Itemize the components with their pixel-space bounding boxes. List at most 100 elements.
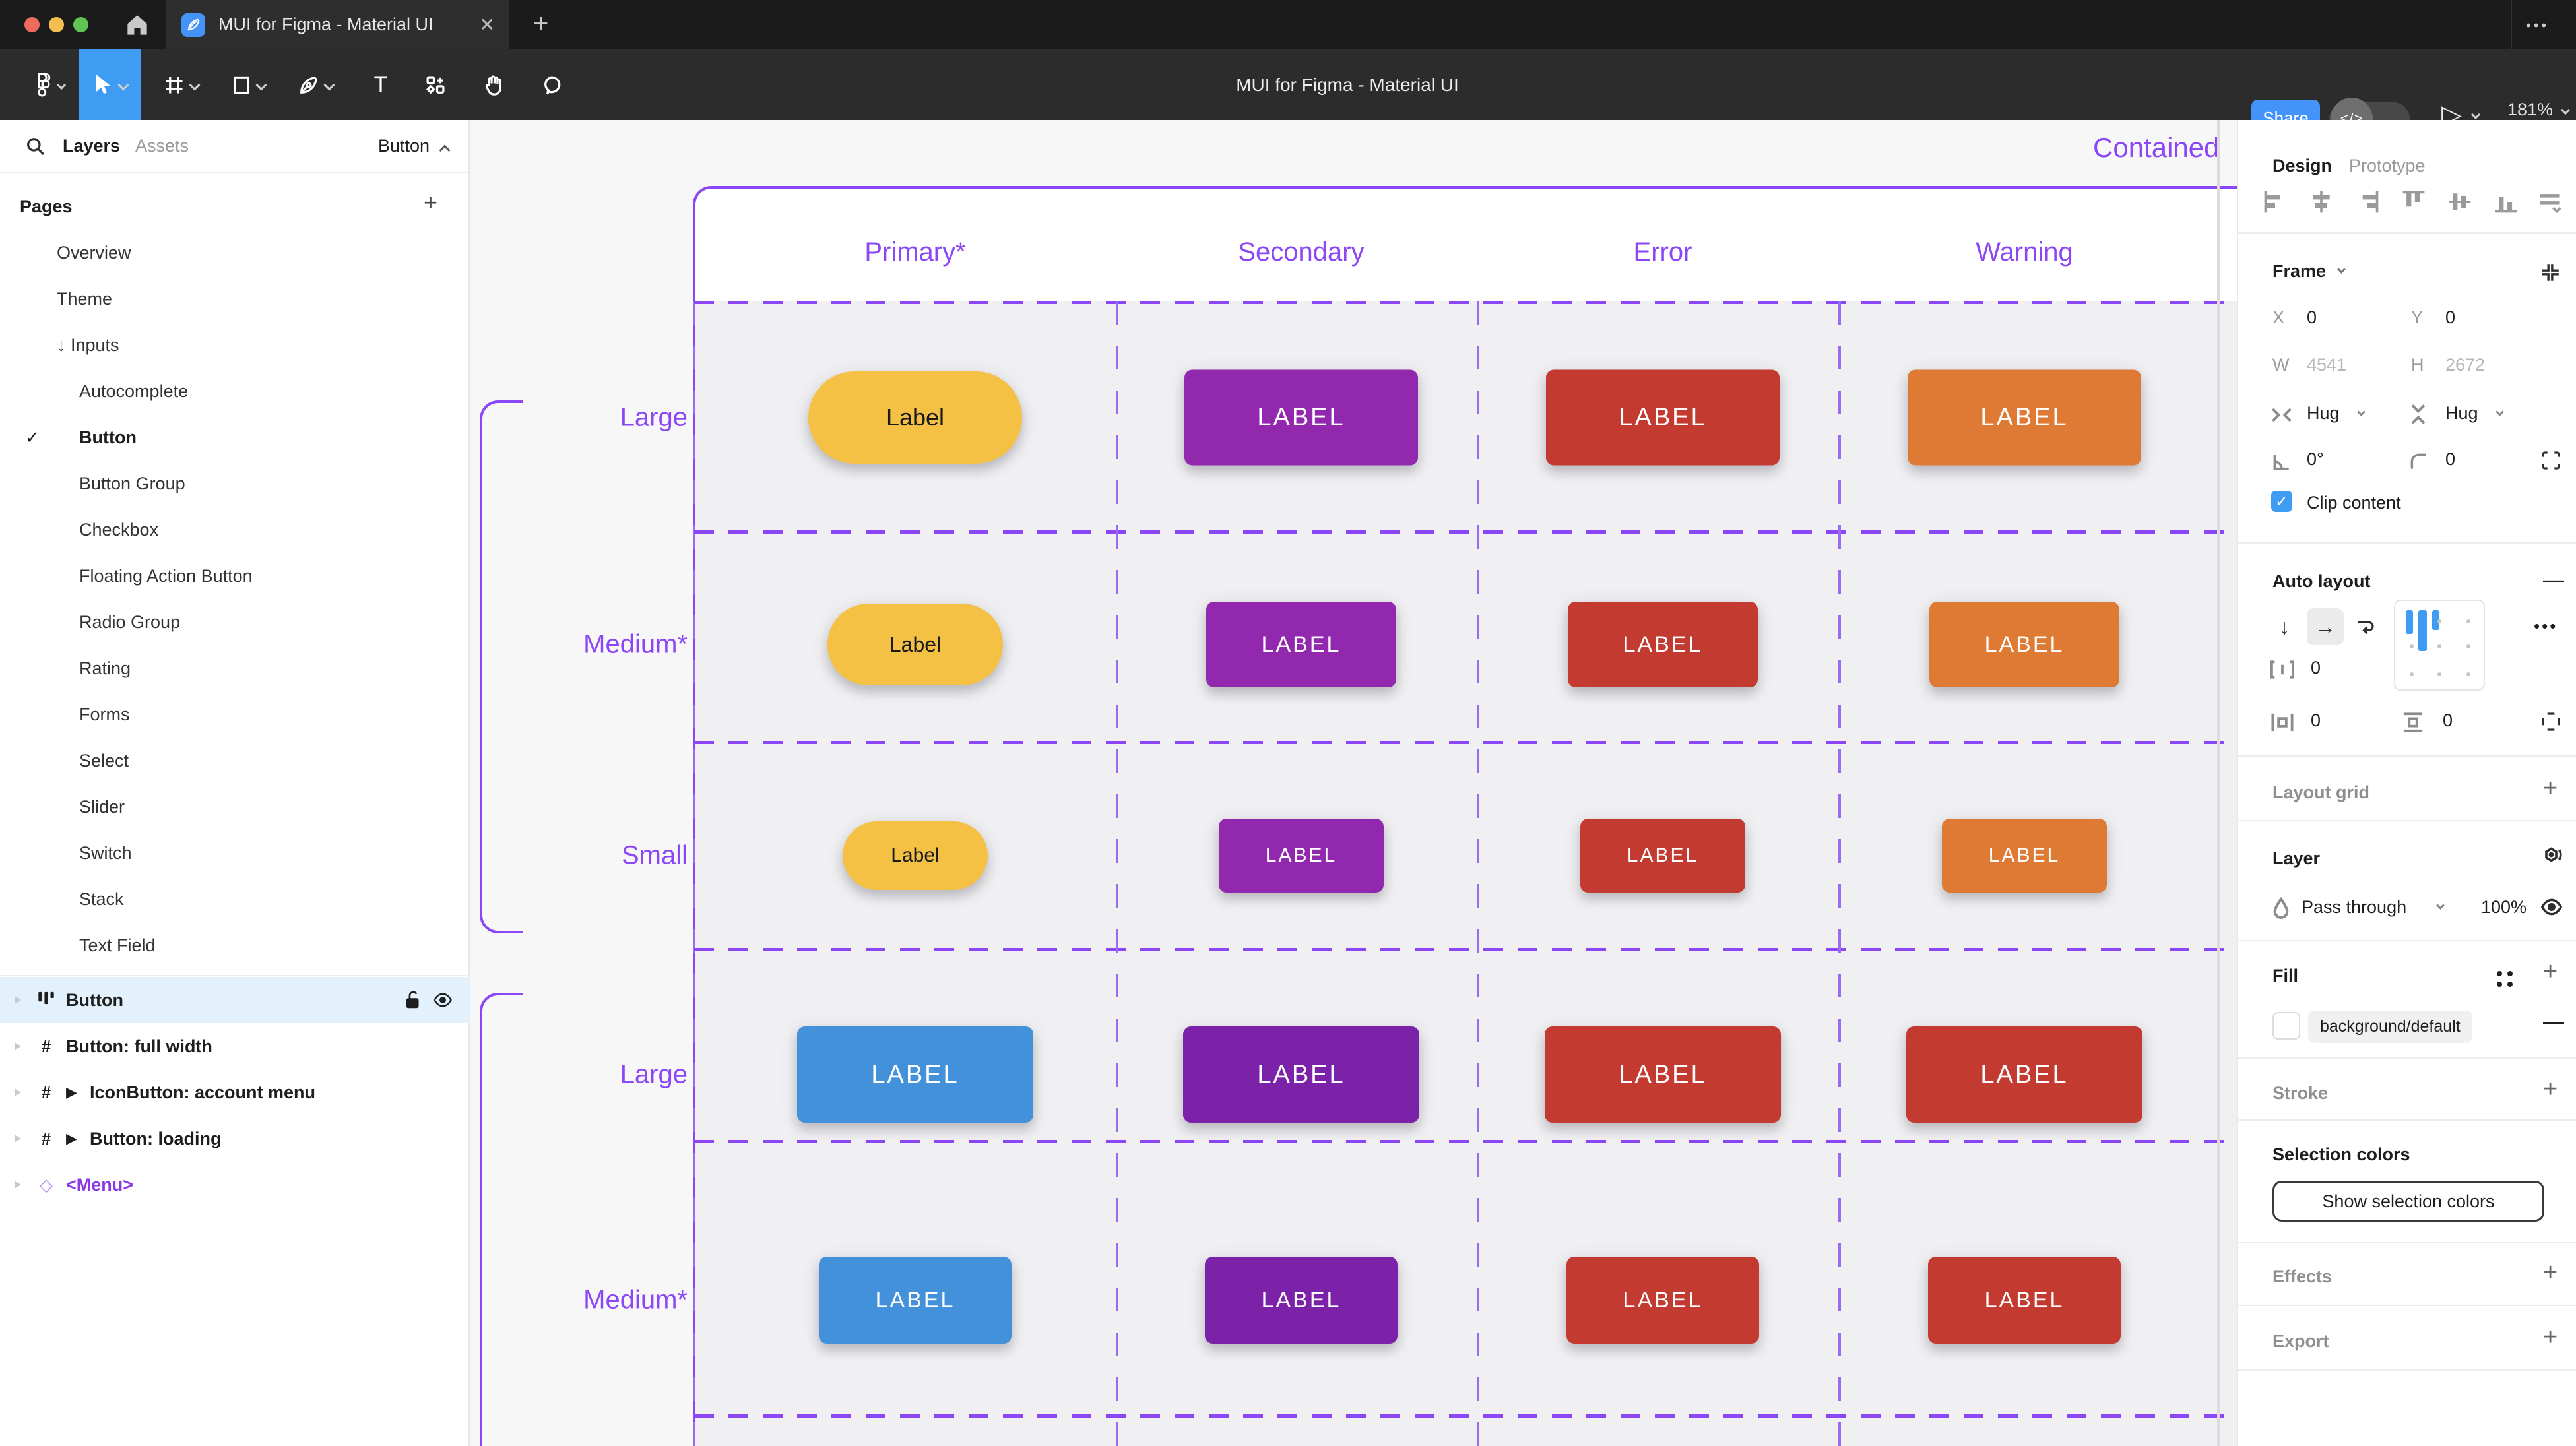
fill-color-swatch[interactable] — [2272, 1012, 2300, 1040]
padding-h-value[interactable]: 0 — [2311, 710, 2321, 730]
page-item-button[interactable]: ✓Button — [0, 414, 470, 460]
page-item-button-group[interactable]: Button Group — [0, 460, 470, 507]
tab-assets[interactable]: Assets — [135, 136, 189, 156]
close-window-button[interactable] — [24, 17, 40, 32]
search-icon[interactable] — [25, 136, 46, 157]
minimize-window-button[interactable] — [49, 17, 64, 32]
zoom-window-button[interactable] — [73, 17, 88, 32]
pen-tool[interactable] — [285, 49, 347, 120]
hand-tool[interactable] — [466, 49, 521, 120]
mui-button-error-small[interactable]: LABEL — [1580, 819, 1745, 893]
add-layout-grid-button[interactable]: + — [2543, 774, 2558, 802]
w-value[interactable]: 4541 — [2307, 355, 2347, 375]
align-bottom-icon[interactable] — [2493, 189, 2519, 215]
mui-button-primary-medium[interactable]: Label — [827, 604, 1003, 685]
page-item-switch[interactable]: Switch — [0, 830, 470, 876]
radius-value[interactable]: 0 — [2445, 449, 2456, 469]
blend-mode-icon[interactable] — [2540, 846, 2564, 869]
home-icon[interactable] — [123, 11, 152, 40]
frame-title-label[interactable]: Contained — [2093, 132, 2220, 163]
page-item-checkbox[interactable]: Checkbox — [0, 507, 470, 553]
mui-button-primary-large[interactable]: LABEL — [797, 1026, 1033, 1123]
h-value[interactable]: 2672 — [2445, 355, 2486, 375]
mui-button-error-large[interactable]: LABEL — [1546, 369, 1780, 466]
remove-fill-button[interactable]: — — [2543, 1009, 2564, 1033]
gap-value[interactable]: 0 — [2311, 658, 2321, 677]
tab-prototype[interactable]: Prototype — [2349, 156, 2426, 175]
chevron-down-icon[interactable] — [2496, 408, 2504, 416]
move-tool[interactable] — [79, 49, 141, 120]
mui-button-warning-large[interactable]: LABEL — [1906, 1026, 2142, 1123]
page-item-stack[interactable]: Stack — [0, 876, 470, 922]
layer-item--menu-[interactable]: ◇<Menu> — [0, 1162, 470, 1208]
align-v-center-icon[interactable] — [2447, 189, 2473, 215]
mui-button-secondary-medium[interactable]: LABEL — [1206, 602, 1396, 687]
zoom-menu[interactable]: 181% — [2507, 100, 2571, 120]
close-tab-icon[interactable]: ✕ — [479, 15, 495, 35]
mui-button-error-medium[interactable]: LABEL — [1566, 1257, 1759, 1344]
page-item-theme[interactable]: Theme — [0, 276, 470, 322]
mui-button-warning-large[interactable]: LABEL — [1908, 369, 2141, 466]
add-export-button[interactable]: + — [2543, 1323, 2558, 1351]
add-effect-button[interactable]: + — [2543, 1259, 2558, 1286]
styles-icon[interactable] — [2497, 971, 2514, 988]
page-item-slider[interactable]: Slider — [0, 784, 470, 830]
page-item-forms[interactable]: Forms — [0, 691, 470, 738]
unlock-icon[interactable] — [404, 990, 421, 1015]
align-left-icon[interactable] — [2262, 189, 2288, 215]
layout-vertical-button[interactable]: ↓ — [2279, 614, 2290, 639]
hug-v-value[interactable]: Hug — [2445, 403, 2478, 423]
component-filter[interactable]: Button — [378, 136, 430, 156]
add-stroke-button[interactable]: + — [2543, 1075, 2558, 1103]
add-fill-button[interactable]: + — [2543, 958, 2558, 986]
expand-chevron-icon[interactable] — [15, 996, 21, 1004]
alignment-widget[interactable] — [2394, 600, 2485, 691]
page-item-radio-group[interactable]: Radio Group — [0, 599, 470, 645]
align-top-icon[interactable] — [2400, 189, 2427, 215]
clip-content-checkbox[interactable]: ✓ — [2271, 491, 2292, 512]
page-item-text-field[interactable]: Text Field — [0, 922, 470, 968]
blend-mode-value[interactable]: Pass through — [2302, 897, 2407, 917]
mui-button-primary-small[interactable]: Label — [843, 821, 988, 890]
expand-chevron-icon[interactable] — [15, 1135, 21, 1143]
mui-button-error-medium[interactable]: LABEL — [1568, 602, 1758, 687]
tab-design[interactable]: Design — [2272, 156, 2333, 175]
distribute-icon[interactable] — [2536, 189, 2563, 215]
frame-tool[interactable] — [150, 49, 212, 120]
chevron-down-icon[interactable] — [2357, 408, 2366, 416]
page-item-floating-action-button[interactable]: Floating Action Button — [0, 553, 470, 599]
padding-v-value[interactable]: 0 — [2443, 710, 2453, 730]
expand-chevron-icon[interactable] — [15, 1088, 21, 1096]
hug-h-value[interactable]: Hug — [2307, 403, 2340, 423]
layout-wrap-button[interactable] — [2348, 608, 2385, 645]
align-right-icon[interactable] — [2354, 189, 2381, 215]
mui-button-primary-medium[interactable]: LABEL — [819, 1257, 1012, 1344]
layer-item-button-full-width[interactable]: #Button: full width — [0, 1023, 470, 1069]
comment-tool[interactable] — [524, 49, 579, 120]
window-more-menu[interactable]: ••• — [2526, 17, 2550, 34]
collapse-frame-icon[interactable] — [2539, 261, 2561, 284]
page-item-autocomplete[interactable]: Autocomplete — [0, 368, 470, 414]
file-tab[interactable]: MUI for Figma - Material UI ✕ — [166, 0, 509, 49]
chevron-down-icon[interactable] — [2436, 901, 2445, 910]
eye-icon[interactable] — [2540, 897, 2563, 917]
independent-corners-icon[interactable] — [2540, 450, 2561, 471]
layout-horizontal-button[interactable]: → — [2307, 608, 2344, 645]
expand-chevron-icon[interactable] — [15, 1181, 21, 1189]
actions-tool[interactable] — [408, 49, 463, 120]
text-tool[interactable]: T — [373, 72, 388, 97]
shape-tool[interactable] — [218, 49, 280, 120]
canvas-scrollbar[interactable] — [2217, 120, 2220, 1446]
x-value[interactable]: 0 — [2307, 307, 2317, 327]
mui-button-warning-small[interactable]: LABEL — [1942, 819, 2107, 893]
remove-auto-layout-button[interactable]: — — [2543, 567, 2564, 591]
align-h-center-icon[interactable] — [2308, 189, 2334, 215]
mui-button-secondary-medium[interactable]: LABEL — [1205, 1257, 1398, 1344]
mui-button-warning-medium[interactable]: LABEL — [1928, 1257, 2121, 1344]
chevron-up-icon[interactable] — [439, 144, 451, 156]
auto-layout-more-button[interactable]: ••• — [2534, 616, 2558, 636]
add-page-button[interactable]: + — [424, 189, 438, 216]
page-item-inputs[interactable]: ↓ Inputs — [0, 322, 470, 368]
mui-button-warning-medium[interactable]: LABEL — [1929, 602, 2119, 687]
